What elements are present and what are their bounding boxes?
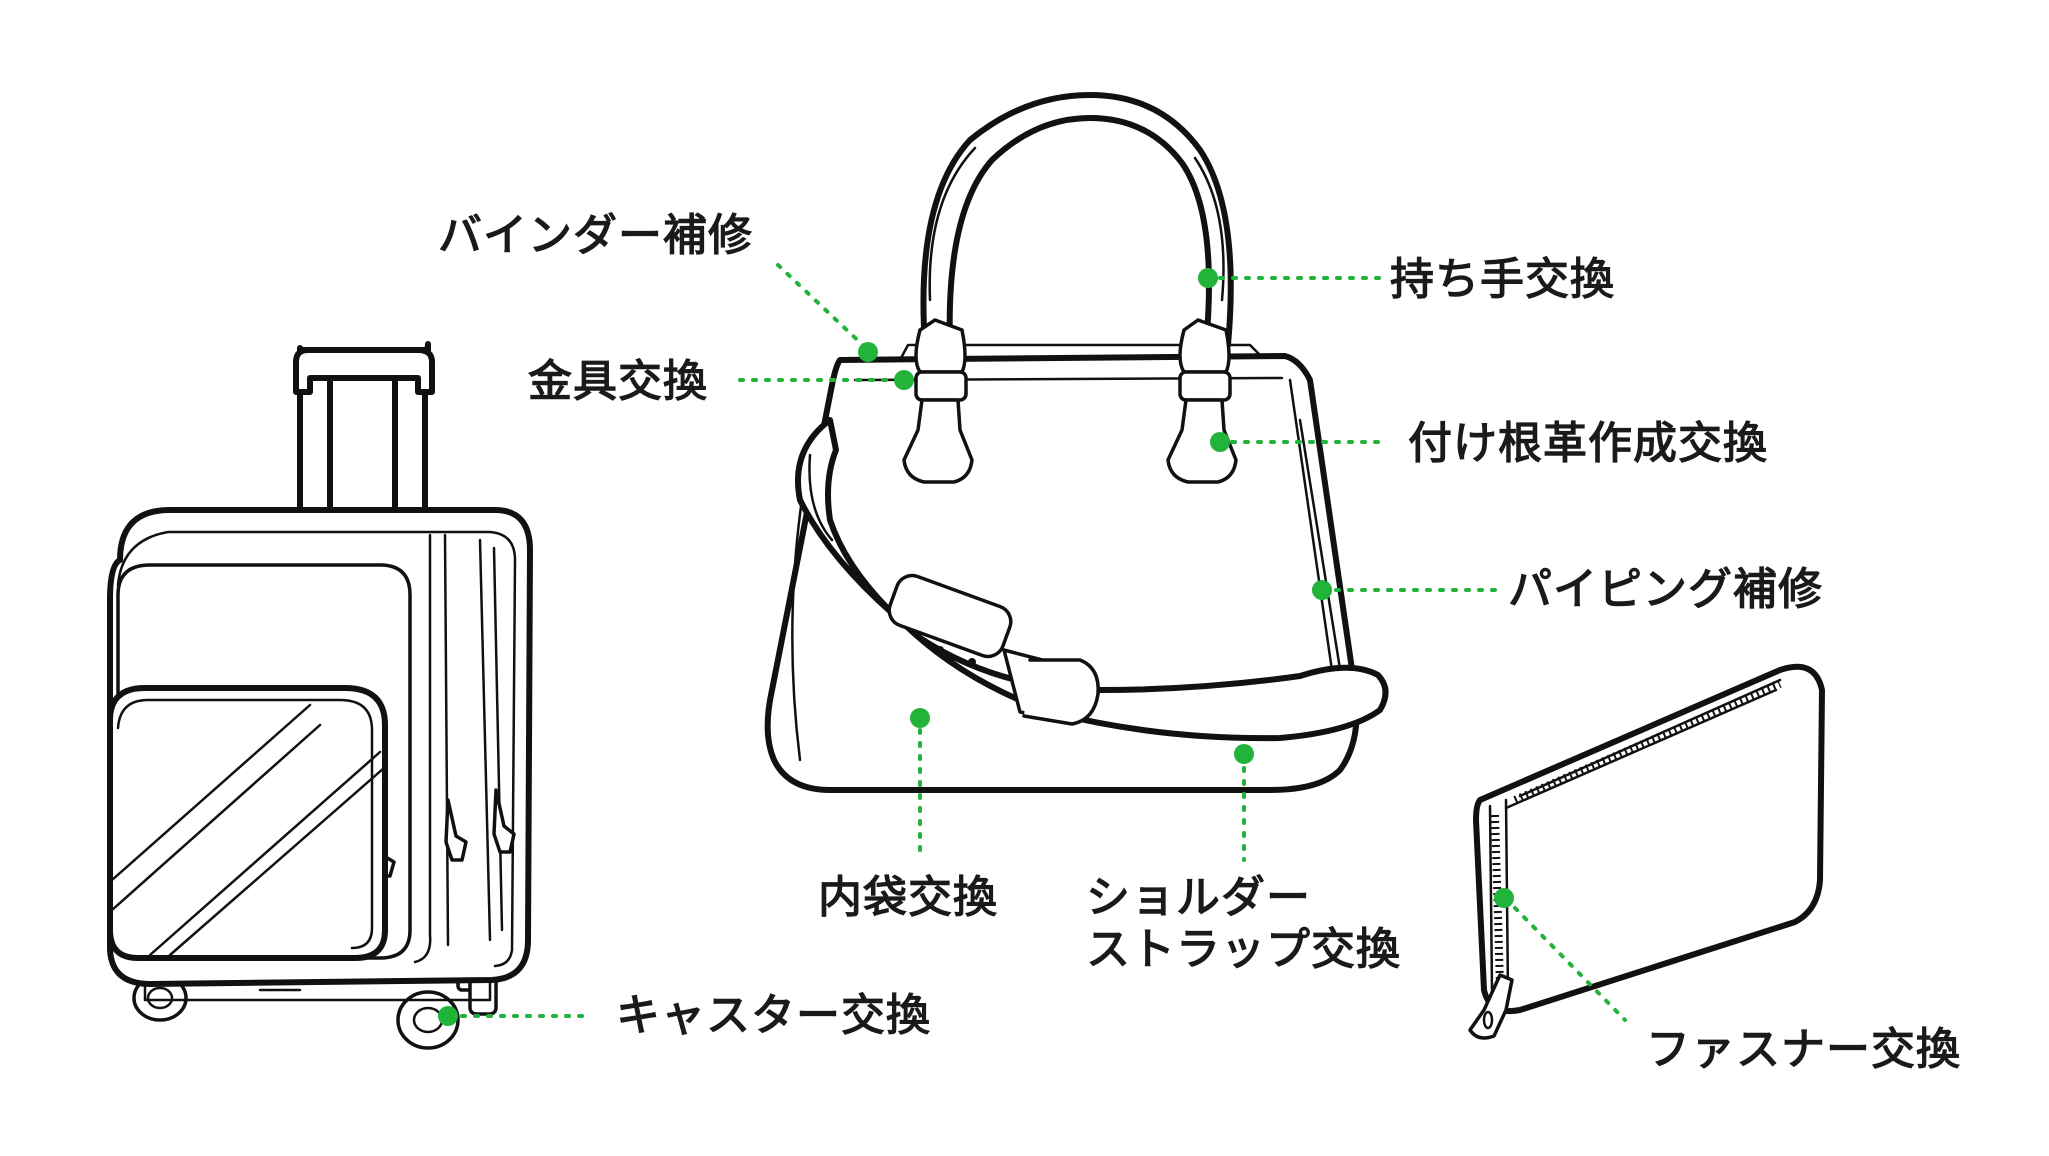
handbag-illustration bbox=[764, 92, 1389, 793]
wallet-illustration bbox=[1468, 663, 1825, 1040]
hardware-marker-dot bbox=[894, 370, 914, 390]
handle-marker-dot bbox=[1198, 268, 1218, 288]
suitcase-illustration bbox=[107, 341, 533, 1050]
piping-marker-dot bbox=[1312, 580, 1332, 600]
handbag-left-tab bbox=[902, 318, 974, 484]
handbag-right-tab bbox=[1166, 318, 1238, 484]
zipper-marker-dot bbox=[1494, 888, 1514, 908]
lining-marker-dot bbox=[910, 708, 930, 728]
tab-leather-marker-dot bbox=[1210, 432, 1230, 452]
label-shoulder-line-1: ショルダー bbox=[1086, 872, 1311, 923]
label-tab-leather-replacement: 付け根革作成交換 bbox=[1408, 418, 1768, 469]
label-binder-repair: バインダー補修 bbox=[438, 210, 753, 261]
label-shoulder-line-2: ストラップ交換 bbox=[1086, 924, 1401, 975]
label-zipper-replacement: ファスナー交換 bbox=[1646, 1024, 1961, 1075]
label-hardware-replacement: 金具交換 bbox=[528, 356, 708, 407]
label-shoulder-strap-replacement: ショルダー ストラップ交換 bbox=[1086, 872, 1401, 976]
label-caster-replacement: キャスター交換 bbox=[616, 990, 931, 1041]
shoulder-marker-dot bbox=[1234, 744, 1254, 764]
label-piping-repair: パイピング補修 bbox=[1508, 564, 1823, 615]
suitcase-trolley-handle bbox=[293, 341, 435, 533]
annotation-leaders bbox=[438, 263, 1627, 1026]
handbag-handle bbox=[920, 92, 1234, 348]
label-handle-replacement: 持ち手交換 bbox=[1390, 254, 1615, 305]
handbag-shoulder-strap bbox=[795, 417, 1389, 742]
caster-marker-dot bbox=[438, 1006, 458, 1026]
label-lining-replacement: 内袋交換 bbox=[818, 872, 998, 923]
binder-marker-dot bbox=[858, 342, 878, 362]
